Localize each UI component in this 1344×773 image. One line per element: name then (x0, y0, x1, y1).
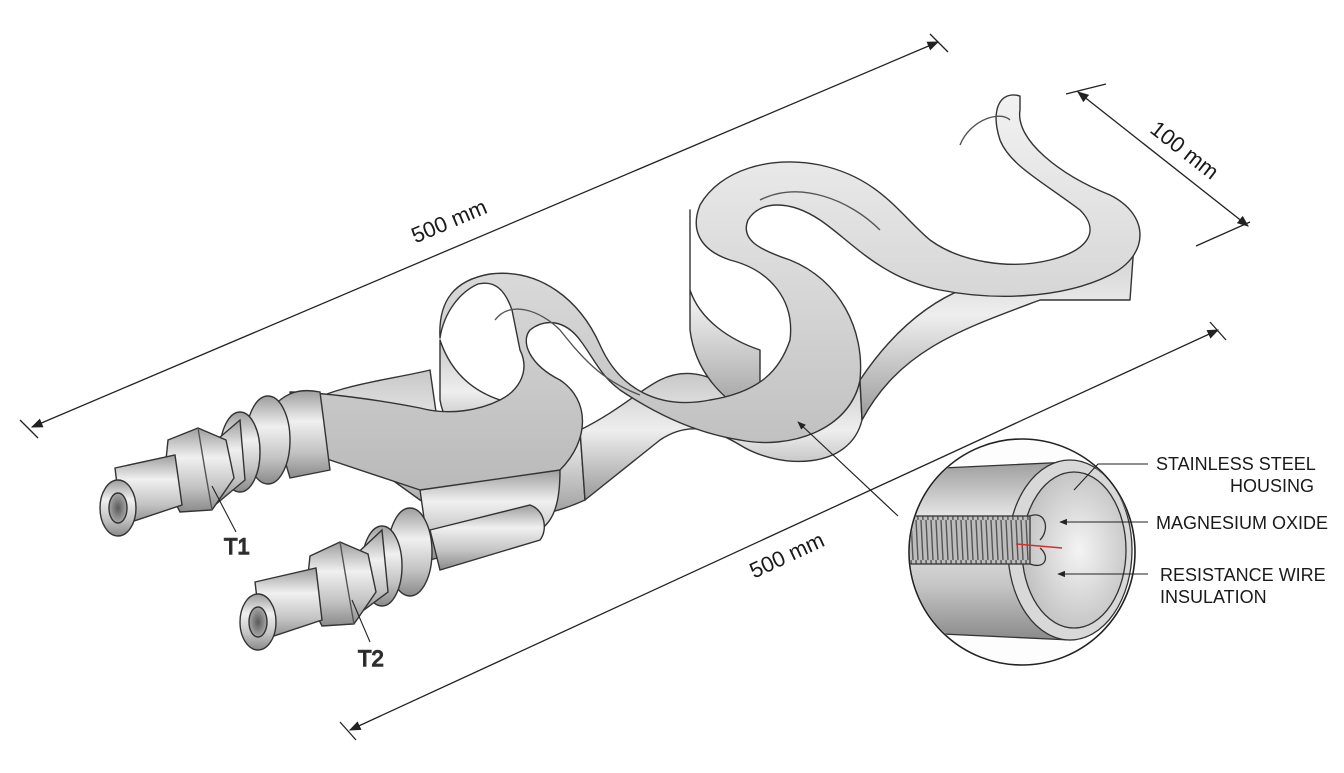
fitting-t2: T2 (239, 504, 546, 672)
dimension-label-length-top: 500 mm (408, 194, 491, 248)
wire-highlight (1015, 543, 1063, 549)
terminal-label-t2: T2 (358, 646, 384, 671)
dimension-label-width: 100 mm (1146, 116, 1224, 185)
terminal-label-t1: T1 (224, 534, 250, 559)
callout-housing-line2: HOUSING (1230, 476, 1314, 496)
cross-section-detail (908, 438, 1136, 666)
dimension-arrow-icon (30, 41, 940, 428)
callout-magnesium: MAGNESIUM OXIDE (1059, 513, 1328, 533)
callout-magnesium-line1: MAGNESIUM OXIDE (1156, 513, 1328, 533)
leader-arrow-icon (797, 421, 899, 517)
fitting-t1: T1 (99, 389, 331, 560)
resistance-coil (910, 515, 1031, 565)
callout-resistance-line1: RESISTANCE WIRE (1160, 565, 1326, 585)
callout-housing-line1: STAINLESS STEEL (1156, 454, 1316, 474)
dimension-arrow-icon (1077, 91, 1249, 227)
heating-coil-icon (289, 94, 1141, 561)
callout-resistance: RESISTANCE WIRE INSULATION (1057, 565, 1326, 607)
insulation-ring (1021, 471, 1127, 629)
callout-resistance-line2: INSULATION (1160, 587, 1267, 607)
dimension-arrow-icon (348, 329, 1220, 731)
callout-housing: STAINLESS STEEL HOUSING (1073, 454, 1316, 496)
dimension-label-length-bottom: 500 mm (746, 527, 829, 583)
